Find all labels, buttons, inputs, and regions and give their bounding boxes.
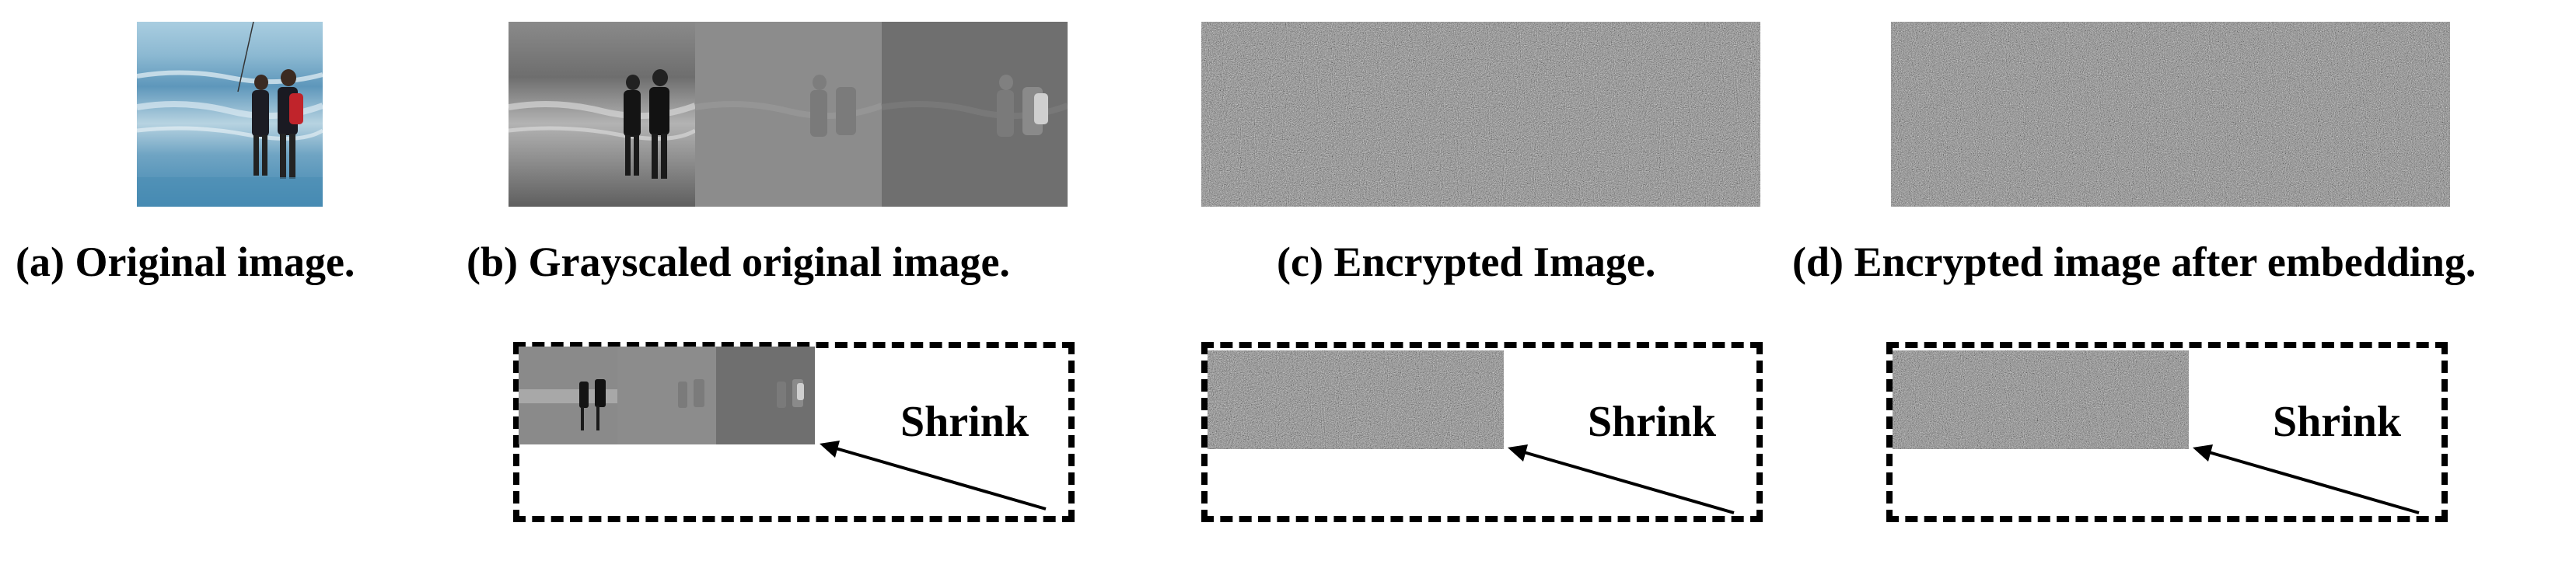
shrunk-encrypted-embedded-image (1893, 350, 2189, 449)
encrypted-embedded-image (1891, 22, 2450, 207)
shrink-label-2: Shrink (1588, 398, 1716, 446)
shrink-label-1: Shrink (900, 398, 1029, 446)
shrink-box-grayscaled (513, 342, 1075, 522)
shrink-arrow-2 (1508, 444, 1735, 514)
shrink-arrow-1 (820, 441, 1047, 511)
shrink-box-encrypted-embedded (1886, 342, 2448, 522)
shrunk-encrypted-image (1208, 350, 1504, 449)
original-image (137, 22, 323, 207)
caption-original: (a) Original image. (16, 239, 355, 285)
encrypted-image (1201, 22, 1760, 207)
caption-encrypted: (c) Encrypted Image. (1277, 239, 1656, 285)
caption-encrypted-embedded: (d) Encrypted image after embedding. (1792, 239, 2476, 285)
shrink-label-3: Shrink (2273, 398, 2401, 446)
shrink-arrow-3 (2193, 444, 2420, 514)
shrink-box-encrypted (1201, 342, 1763, 522)
caption-grayscaled: (b) Grayscaled original image. (467, 239, 1010, 285)
shrunk-grayscaled-image (519, 347, 815, 444)
grayscaled-image (509, 22, 1068, 207)
